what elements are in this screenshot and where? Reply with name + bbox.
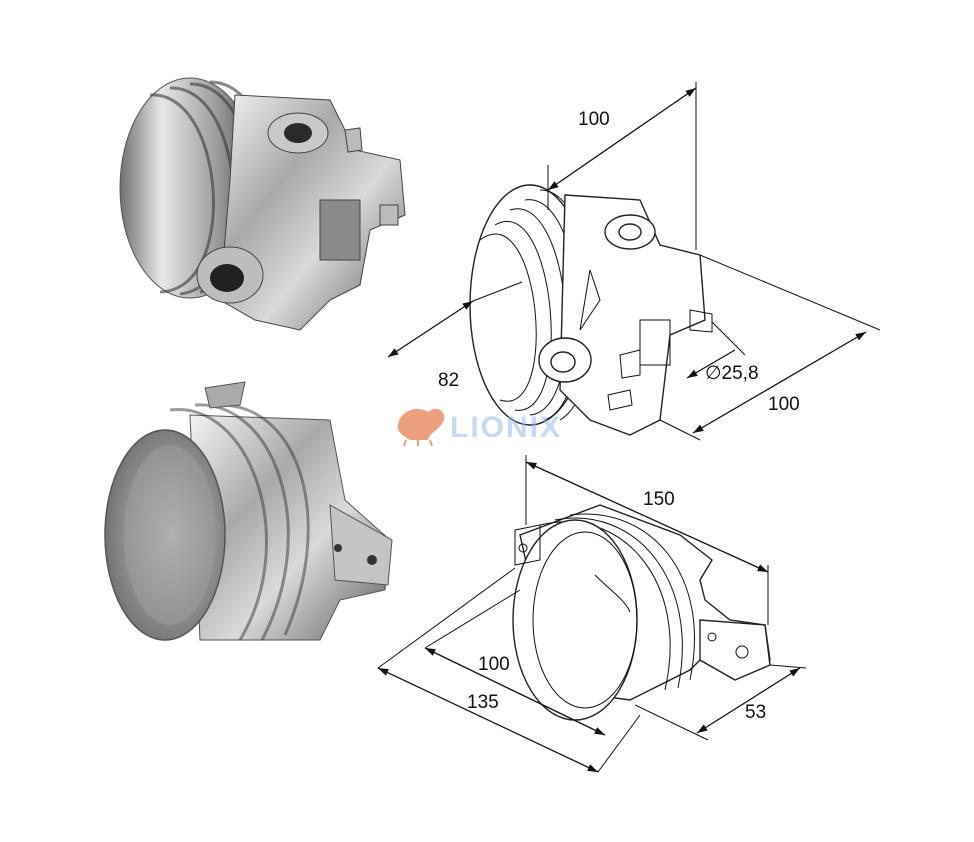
- bearing-photo-bottom: [104, 381, 393, 641]
- bottom-dimension-lines: [377, 455, 807, 773]
- bottom-dimension-labels: 150 100 135 53: [467, 489, 766, 723]
- dim-inner-label: 100: [478, 654, 510, 675]
- lion-logo-icon: [397, 408, 445, 447]
- top-dimension-labels: 100 82 ∅25,8 100: [438, 109, 800, 415]
- top-dimension-lines: [387, 82, 881, 441]
- adapter-photo-top: [119, 77, 406, 331]
- dim-width-label: 100: [768, 394, 800, 415]
- adapter-drawing: [469, 184, 713, 436]
- dim-flange-label: 53: [745, 702, 766, 723]
- bearing-drawing: [512, 504, 771, 721]
- dim-bore-label: ∅25,8: [705, 363, 759, 384]
- dim-outer-label: 135: [467, 692, 499, 713]
- dim-length-label: 150: [643, 489, 675, 510]
- watermark: LIONIX: [397, 408, 562, 447]
- dim-depth-label: 100: [578, 109, 610, 130]
- dim-height-label: 82: [438, 370, 459, 391]
- watermark-text: LIONIX: [450, 411, 562, 444]
